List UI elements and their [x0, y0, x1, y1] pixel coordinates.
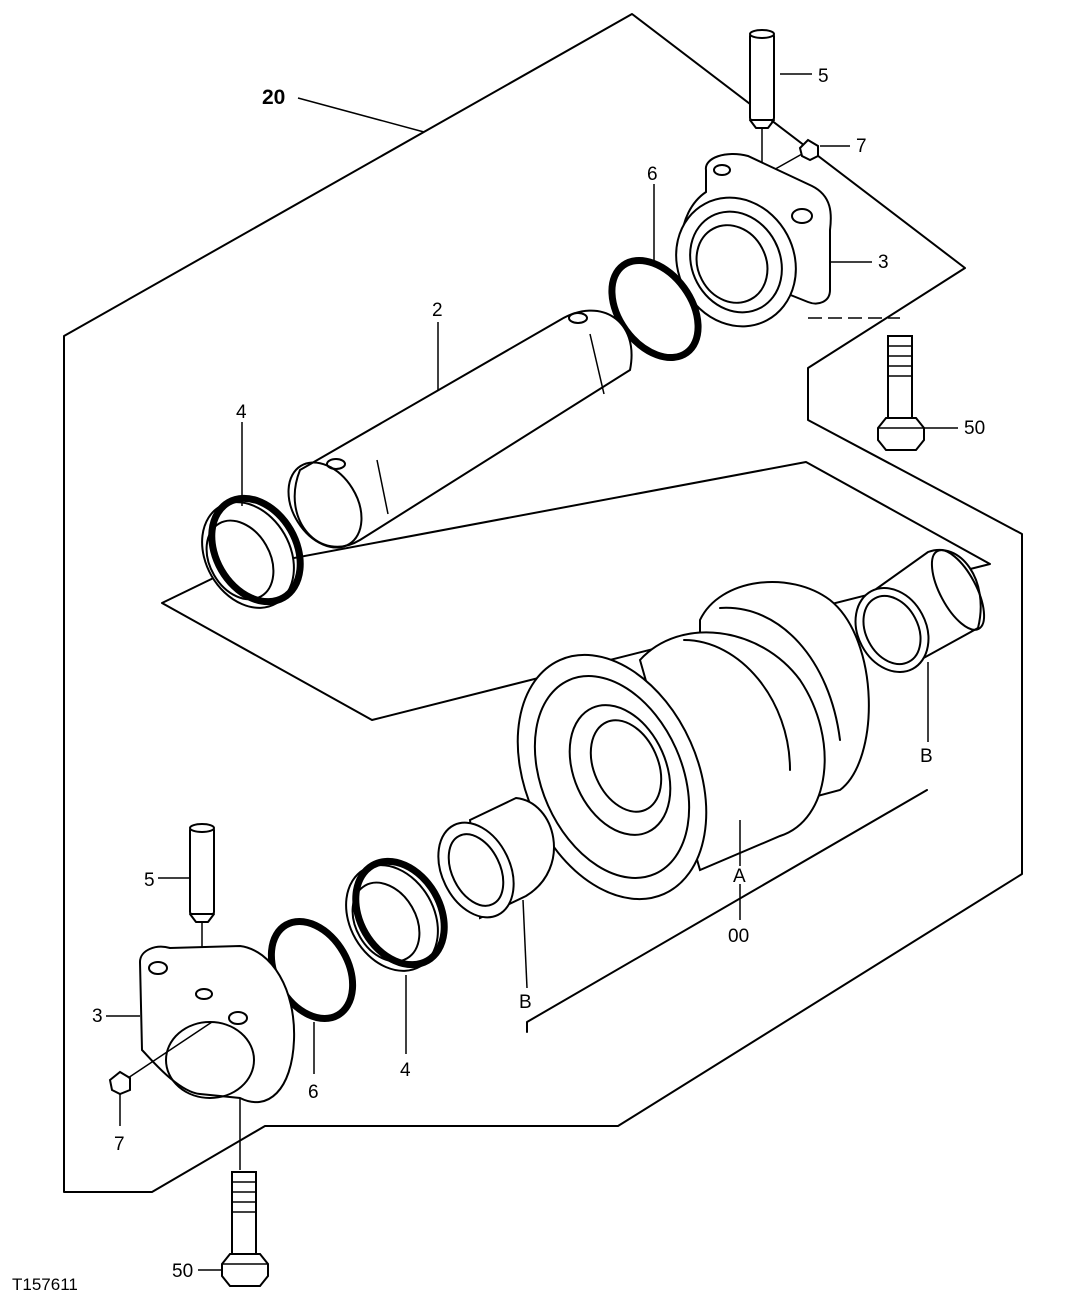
pin-bottom [158, 823, 215, 990]
plug-top [769, 138, 819, 173]
label-pin-top: 5 [818, 66, 829, 87]
label-oring-bottom: 6 [308, 1082, 319, 1103]
bushing-left [437, 796, 555, 989]
label-ref-a: A [733, 866, 746, 887]
label-shaft: 2 [432, 300, 443, 321]
figure-code: T157611 [12, 1275, 78, 1294]
bolt-top [877, 335, 925, 451]
leader-lines [241, 73, 958, 920]
label-bolt-bottom: 50 [172, 1261, 193, 1282]
reference-bracket-line [526, 789, 928, 1033]
assembly-boundary [63, 13, 1023, 1193]
label-pin-bottom: 5 [144, 870, 155, 891]
collar-top [675, 152, 900, 328]
seal-bottom [345, 857, 448, 1054]
label-ref-b-bottom: B [519, 992, 532, 1013]
collar-bottom [106, 944, 296, 1170]
label-oring-top: 6 [647, 164, 658, 185]
label-collar-top: 3 [878, 252, 889, 273]
shaft [287, 309, 633, 549]
label-plug-top: 7 [856, 136, 867, 157]
bolt-bottom [198, 1171, 269, 1287]
seal-top [201, 494, 304, 609]
label-seal-top: 4 [236, 402, 247, 423]
pin-top [749, 29, 775, 192]
label-plug-bottom: 7 [114, 1134, 125, 1155]
plug-bottom [108, 1021, 213, 1126]
bushing-right [854, 549, 986, 742]
label-assembly: 20 [262, 86, 285, 109]
roller-body [516, 581, 870, 901]
label-seal-bottom: 4 [400, 1060, 411, 1081]
label-roller: 00 [728, 926, 749, 947]
label-ref-b-right: B [920, 746, 933, 767]
label-collar-bottom: 3 [92, 1006, 103, 1027]
label-bolt-top: 50 [964, 418, 985, 439]
